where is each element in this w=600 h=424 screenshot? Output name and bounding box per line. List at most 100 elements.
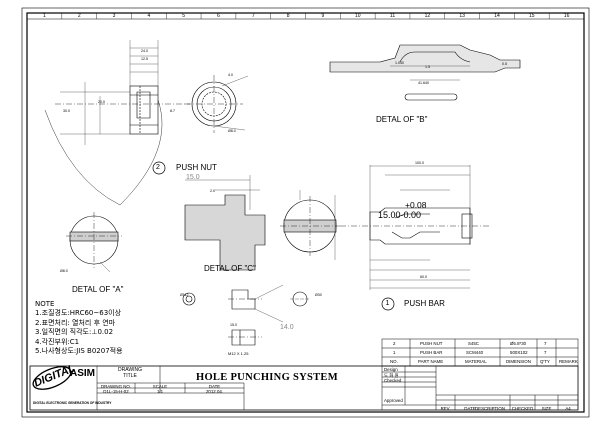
push-nut-profile: [184, 175, 266, 271]
border-number: 11: [390, 13, 395, 19]
border-number: 8: [287, 13, 290, 19]
detail-b-profile: [329, 44, 521, 101]
dim-r1: 8.7: [170, 109, 175, 113]
bom-row-material: S45C: [468, 341, 479, 346]
rev-date-label: DATE: [464, 405, 476, 411]
push-bar-no: 1: [385, 300, 390, 307]
border-number: 6: [217, 13, 220, 19]
border-number: 7: [252, 13, 255, 19]
dim-bar-len: 100.0: [415, 161, 424, 165]
push-nut-title: PUSH NUT: [176, 163, 217, 172]
date-label: DATE: [208, 383, 221, 389]
bom-row-dimension: Ø5.8*30: [510, 341, 527, 346]
push-nut-no-circle: [152, 161, 166, 175]
company-logo-mark: ASIM: [70, 368, 95, 379]
scale-label: SCALE: [152, 383, 168, 389]
bom-row-no: 1: [393, 350, 396, 355]
thread-spec: M12 X 1.25: [228, 351, 249, 356]
dim-d4: Ø30: [315, 293, 322, 297]
draw-label: 도 화 원: [384, 373, 399, 378]
dim-r2: 30.0: [63, 109, 70, 113]
border-number: 10: [355, 13, 361, 19]
note-line: 1.조질경도:HRC60~63이상: [35, 309, 122, 318]
checked-label: Checked: [384, 378, 402, 383]
bom-row-dimension: 500X102: [510, 350, 528, 355]
drawing-title: HOLE PUNCHING SYSTEM: [196, 372, 338, 383]
dim-d3: 15.0: [230, 323, 237, 327]
push-bar-title: PUSH BAR: [404, 299, 445, 308]
date-value: 2012.04.: [205, 388, 224, 394]
detail-c-title: DETAL OF "C": [204, 264, 256, 273]
rev-label: REV.: [440, 405, 451, 411]
dim-c1: Ø8.0: [228, 129, 236, 133]
nut-end-view: [185, 75, 249, 133]
bom-row-qty: 7: [544, 350, 547, 355]
dim-d1: Ø112: [180, 293, 189, 297]
bom-row-name: PUSH NUT: [420, 341, 443, 346]
note-line: NOTE: [35, 300, 55, 308]
bom-header-qty: Q'TY: [540, 359, 550, 364]
dim-b4: 41.640: [418, 81, 429, 85]
title-block-grid: [29, 338, 579, 411]
dim-b1: 1.040: [395, 61, 404, 65]
push-bar-view: [340, 165, 490, 290]
note-line: 2.표면처리: 열처리 후 연마: [35, 318, 116, 327]
note-line: 3.일직면의 직각도:⊥0.02: [35, 328, 114, 337]
bom-header-material: MATERIAL: [465, 359, 487, 364]
detail-c-ball: [280, 190, 340, 260]
bom-header-no: NO.: [390, 359, 398, 364]
bom-row-qty: 7: [544, 341, 547, 346]
note-line: 4.각진부위:C1: [35, 337, 80, 346]
border-number: 16: [564, 13, 570, 19]
tol-upper: +0.08: [405, 200, 427, 210]
design-label: Design: [384, 367, 398, 372]
dimension-labels: 30.0 20.0 24.0 12.5 8.7 4.0 Ø8.0 1.040 4…: [60, 49, 507, 327]
border-number: 13: [459, 13, 465, 19]
border-number: 14: [494, 13, 500, 19]
bom-header-name: PART NAME: [418, 359, 444, 364]
dim-r4: 12.5: [141, 57, 148, 61]
dim-b3: 0.5: [502, 62, 507, 66]
drawing-title-label: DRAWING TITLE: [118, 367, 142, 379]
bom-header-remark: REMARK: [559, 359, 578, 364]
border-number: 12: [425, 13, 431, 19]
dim-l2: 2.0: [210, 189, 215, 193]
detail-a-ball: [66, 212, 122, 273]
tol-main: 15.00-0.00: [378, 210, 422, 220]
dim-d2: Ø8.0: [60, 269, 68, 273]
dim-r5: 20.0: [98, 100, 105, 104]
bom-row-material: SCM440: [466, 350, 484, 355]
border-number: 1: [43, 13, 46, 19]
approved-label: Approved: [384, 398, 403, 403]
border-number: 4: [147, 13, 150, 19]
dim-b2: 1.5: [425, 65, 430, 69]
border-number: 5: [182, 13, 185, 19]
size-value: A4: [565, 405, 571, 411]
detail-b-title: DETAL OF "B": [376, 115, 428, 124]
dim-l1: 4.0: [228, 73, 233, 77]
outer-frame: [21, 7, 590, 418]
bom-header-dimension: DIMENSION: [506, 359, 531, 364]
thread-dim: 14.0: [280, 324, 294, 331]
push-bar-no-circle: [381, 297, 395, 311]
bom-row-no: 2: [393, 341, 396, 346]
nut-section-view: [44, 40, 190, 206]
drawing-no-label: DRAWING NO.: [100, 383, 132, 389]
border-number: 2: [78, 13, 81, 19]
size-label: SIZE: [541, 405, 552, 411]
bolt-views: [182, 284, 310, 346]
scale-value: 1/1: [156, 388, 164, 394]
note-line: 5.나사형상도:JIS B0207적용: [35, 347, 123, 356]
dim-r3: 24.0: [141, 49, 148, 53]
nut-dim: 15.0: [186, 174, 200, 181]
border-number: 3: [113, 13, 116, 19]
description-label: DESCRIPTION: [474, 405, 505, 411]
push-nut-no: 2: [156, 164, 160, 171]
checked-col-label: CHECKED: [511, 405, 534, 411]
company-logo-subtitle: DIGITAL ELECTRONIC GENERATION OF INDUSTR…: [33, 401, 112, 405]
bom-row-name: PUSH BAR: [420, 350, 443, 355]
border-number: 9: [322, 13, 325, 19]
